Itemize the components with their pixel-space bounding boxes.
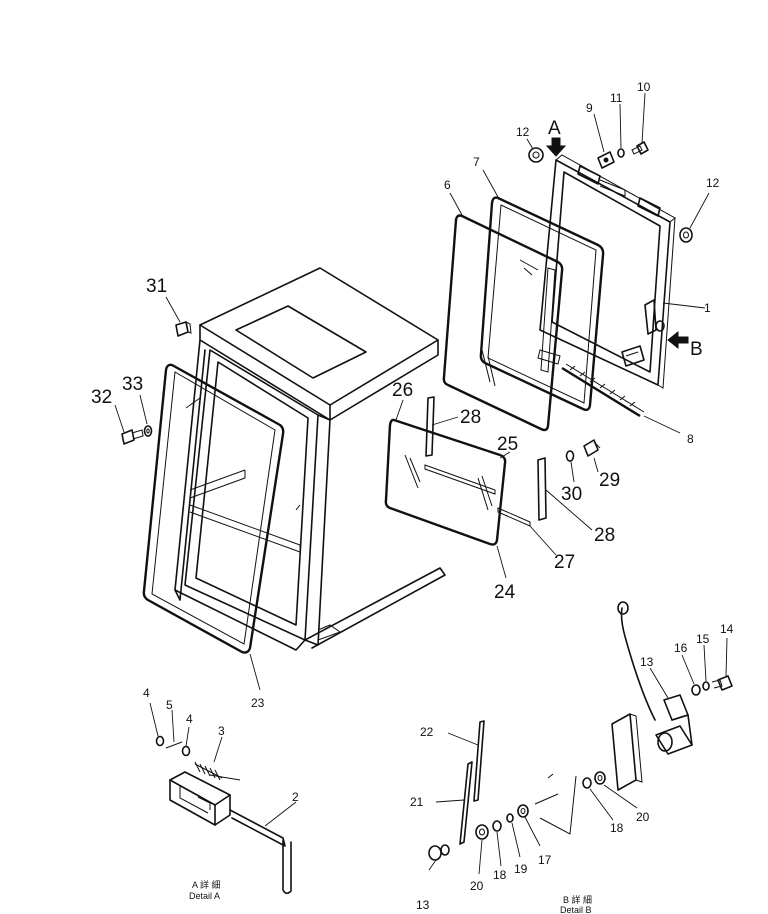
callout-15: 15 <box>696 632 710 646</box>
cap-12-right <box>679 227 693 243</box>
callout-20: 20 <box>636 810 650 824</box>
channel-28-upper <box>425 396 435 457</box>
callout-19: 19 <box>514 862 528 876</box>
bolt-32 <box>121 429 144 445</box>
callout-8: 8 <box>687 432 694 446</box>
view-label-b: B <box>690 339 703 360</box>
detail-b-caption-jp: B 詳 細 <box>563 894 592 905</box>
callout-26: 26 <box>392 380 413 401</box>
callout-28: 28 <box>594 525 615 546</box>
cap-12-left <box>528 147 544 163</box>
view-arrow-icon <box>545 137 567 157</box>
washer-30 <box>565 450 575 462</box>
callout-29: 29 <box>599 470 620 491</box>
callout-13: 13 <box>416 898 430 912</box>
callout-23: 23 <box>251 696 265 710</box>
rod-8 <box>561 363 645 418</box>
cap-31 <box>175 321 192 337</box>
window-seal-23 <box>142 363 285 654</box>
detail-b-caption: Detail B <box>560 905 592 914</box>
washer-11 <box>617 148 625 158</box>
callout-10: 10 <box>637 80 651 94</box>
callout-9: 9 <box>586 101 593 115</box>
detail-b <box>428 601 733 861</box>
callout-25: 25 <box>497 434 518 455</box>
callout-18: 18 <box>610 821 624 835</box>
callout-24: 24 <box>494 582 516 603</box>
bolt-29 <box>583 439 601 457</box>
callout-6: 6 <box>444 178 451 192</box>
cab-body <box>174 267 446 651</box>
channel-28-lower <box>537 457 547 521</box>
callout-5: 5 <box>166 698 173 712</box>
callout-32: 32 <box>91 387 112 408</box>
callout-4: 4 <box>143 686 150 700</box>
glass-panel-6 <box>442 214 564 432</box>
channel-27 <box>497 507 531 527</box>
callout-27: 27 <box>554 552 575 573</box>
callout-3: 3 <box>218 724 225 738</box>
callout-30: 30 <box>561 484 582 505</box>
callout-28: 28 <box>460 407 481 428</box>
frame-1 <box>537 154 676 389</box>
leader-lines <box>114 92 728 875</box>
callout-13: 13 <box>640 655 654 669</box>
view-arrow-icon <box>667 330 689 350</box>
callout-16: 16 <box>674 641 688 655</box>
callout-12: 12 <box>516 125 530 139</box>
detail-a <box>155 735 292 895</box>
detail-a-caption: Detail A <box>189 891 220 901</box>
view-label-a: A <box>548 118 561 139</box>
callout-12: 12 <box>706 176 720 190</box>
lower-glass-24 <box>384 418 507 546</box>
seal-7 <box>479 196 605 412</box>
callout-20: 20 <box>470 879 484 893</box>
bolt-10 <box>631 141 649 155</box>
hinge-9 <box>597 151 615 169</box>
callout-7: 7 <box>473 155 480 169</box>
callout-18: 18 <box>493 868 507 882</box>
detail-a-caption-jp: A 詳 細 <box>192 879 221 890</box>
callout-1: 1 <box>704 301 711 315</box>
callout-4: 4 <box>186 712 193 726</box>
callout-14: 14 <box>720 622 734 636</box>
callout-11: 11 <box>610 91 623 105</box>
callout-33: 33 <box>122 374 143 395</box>
callout-2: 2 <box>292 790 299 804</box>
washer-33 <box>143 425 153 437</box>
callout-17: 17 <box>538 853 552 867</box>
callout-31: 31 <box>146 276 167 297</box>
channel-25 <box>424 464 496 495</box>
callout-21: 21 <box>410 795 424 809</box>
callout-22: 22 <box>420 725 434 739</box>
